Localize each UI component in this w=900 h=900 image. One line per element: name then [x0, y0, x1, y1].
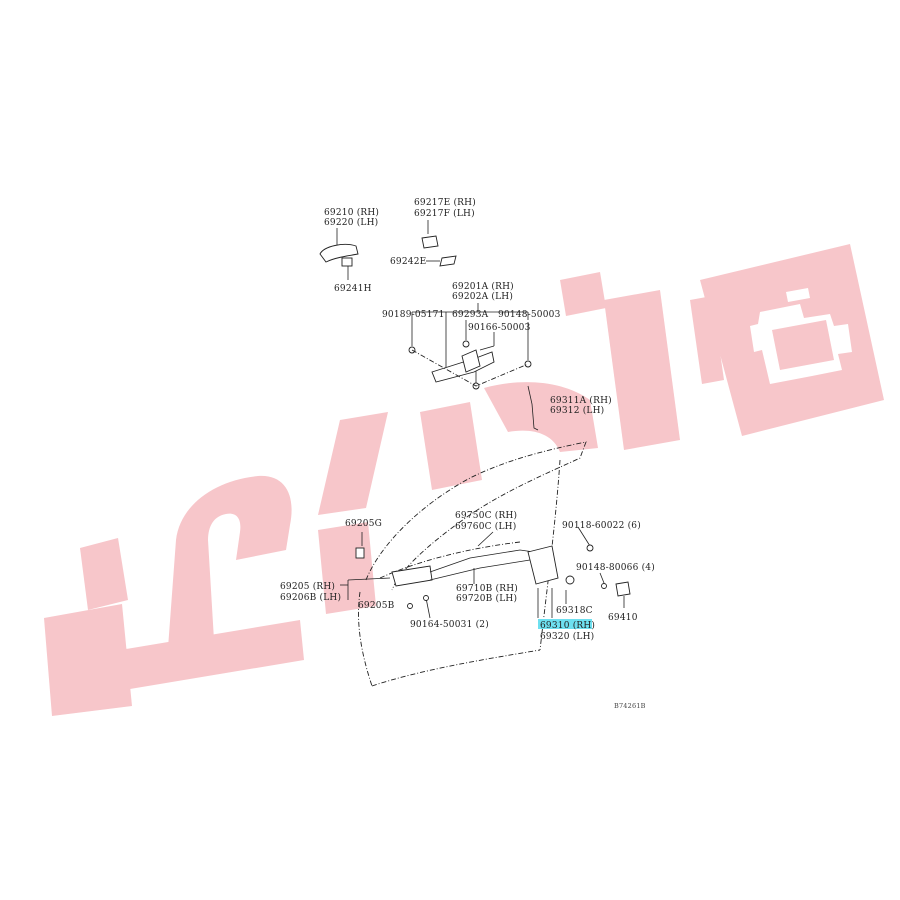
label-69293a[interactable]: 69293A: [452, 310, 489, 320]
striker-part-69410: [615, 581, 631, 597]
pad-part-69217e: [421, 235, 439, 249]
label-69710b[interactable]: 69710B (RH): [456, 583, 518, 594]
label-90148-80066[interactable]: 90148-80066 (4): [576, 562, 655, 573]
diagram-reference-code: B74261B: [614, 702, 646, 710]
label-69410[interactable]: 69410: [608, 613, 638, 623]
label-69750c[interactable]: 69750C (RH): [455, 510, 517, 521]
label-69210[interactable]: 69210 (RH): [324, 207, 379, 218]
door-outline: [365, 441, 587, 591]
label-69205g[interactable]: 69205G: [345, 519, 382, 529]
inside-door-handle: [391, 565, 433, 587]
label-69318c[interactable]: 69318C: [556, 606, 593, 616]
bezel-part-69205g: [355, 547, 365, 559]
label-90189-05171[interactable]: 90189-05171: [382, 310, 445, 320]
inside-handle-part: [319, 243, 359, 263]
highlight-box: [538, 619, 592, 629]
label-69205b[interactable]: 69205B: [358, 601, 395, 611]
label-69320[interactable]: 69320 (LH): [540, 631, 594, 642]
cap-part-69242e: [439, 255, 457, 267]
parts-drawing: [319, 235, 631, 687]
label-69217e[interactable]: 69217E (RH): [414, 197, 476, 208]
label-90148-50003[interactable]: 90148-50003: [498, 310, 561, 320]
part-labels: 69210 (RH) 69220 (LH) 69217E (RH) 69217F…: [280, 197, 655, 710]
engine-icon: [750, 288, 852, 384]
label-69201a[interactable]: 69201A (RH): [452, 281, 514, 292]
label-69312[interactable]: 69312 (LH): [550, 405, 604, 416]
label-69220[interactable]: 69220 (LH): [324, 217, 378, 228]
label-90166-50003[interactable]: 90166-50003: [468, 323, 531, 333]
label-69205[interactable]: 69205 (RH): [280, 581, 335, 592]
label-69217f[interactable]: 69217F (LH): [414, 208, 475, 219]
label-69310[interactable]: 69310 (RH): [540, 620, 595, 631]
label-69242e[interactable]: 69242E: [390, 257, 426, 267]
label-69311a[interactable]: 69311A (RH): [550, 395, 612, 406]
label-90164-50031[interactable]: 90164-50031 (2): [410, 619, 489, 630]
cable-part-69710b: [429, 559, 531, 581]
door-lock-part: [527, 545, 559, 585]
cable-part-69750c: [429, 549, 535, 573]
label-90118-60022[interactable]: 90118-60022 (6): [562, 520, 641, 531]
clip-part-69241h: [341, 257, 353, 267]
label-69202a[interactable]: 69202A (LH): [452, 291, 513, 302]
label-69206b[interactable]: 69206B (LH): [280, 592, 341, 603]
label-69720b[interactable]: 69720B (LH): [456, 593, 517, 604]
label-69241h[interactable]: 69241H: [334, 284, 372, 294]
label-69760c[interactable]: 69760C (LH): [455, 521, 516, 532]
watermark-logo: [44, 244, 884, 716]
rod-part-69311a: [527, 385, 539, 431]
